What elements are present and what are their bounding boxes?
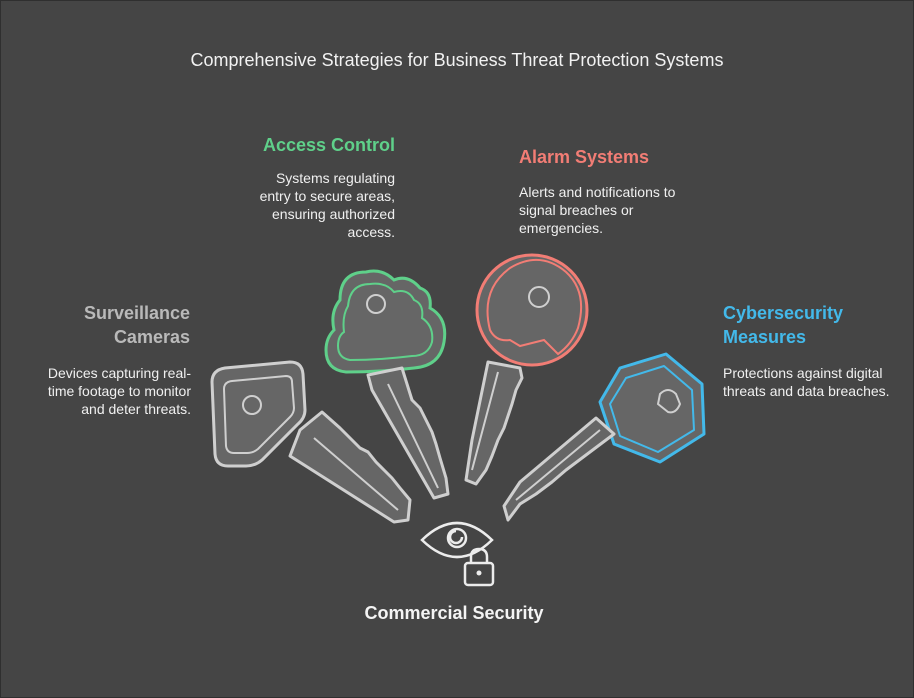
access-key-icon — [324, 269, 450, 500]
surveillance-cameras-description: Devices capturing real-time footage to m… — [47, 365, 191, 417]
commercial-security-label: Commercial Security — [364, 603, 544, 623]
alarm-systems-heading: Alarm Systems — [519, 147, 650, 167]
cybersecurity-measures-description: Protections against digital threats and … — [723, 365, 890, 399]
diagram-title: Comprehensive Strategies for Business Th… — [190, 50, 724, 70]
alarm-systems-description: Alerts and notifications to signal breac… — [519, 184, 676, 236]
access-control-description: Systems regulating entry to secure areas… — [259, 170, 395, 240]
surveillance-key-icon — [210, 360, 412, 524]
surveillance-cameras-heading: Surveillance Cameras — [83, 303, 190, 347]
eye-with-padlock-icon — [420, 521, 495, 587]
access-control-heading: Access Control — [262, 135, 395, 155]
cybersecurity-measures-heading: Cybersecurity Measures — [723, 303, 844, 347]
cybersecurity-key-icon — [502, 352, 706, 522]
alarm-key-icon — [464, 253, 589, 486]
